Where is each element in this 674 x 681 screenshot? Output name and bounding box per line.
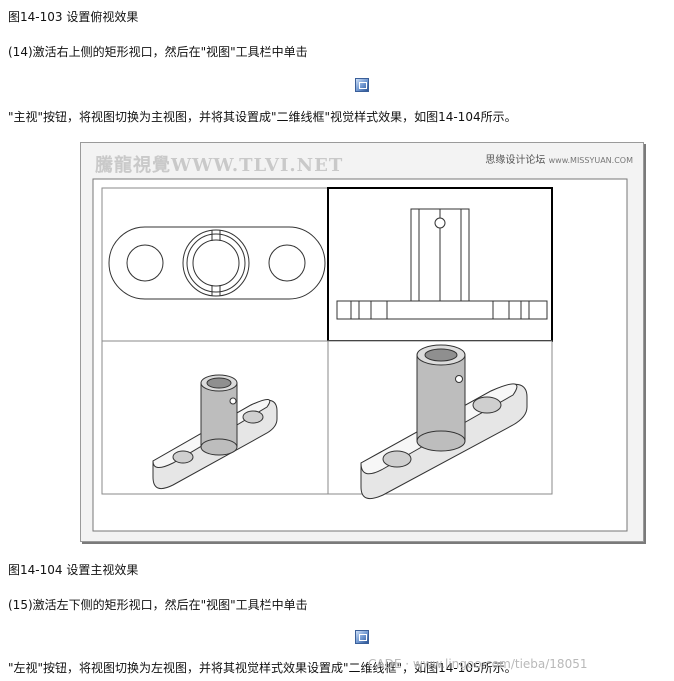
viewport-bottom-left[interactable]	[101, 340, 329, 495]
step-14-text: (14)激活右上侧的矩形视口，然后在"视图"工具栏中单击	[8, 45, 308, 59]
figure-caption-104: 图14-104 设置主视效果	[8, 563, 139, 577]
step-15-text: (15)激活左下侧的矩形视口，然后在"视图"工具栏中单击	[8, 598, 308, 612]
front-view-button-icon[interactable]	[355, 78, 369, 92]
watermark-missyuan: 思缘设计论坛 www.MISSYUAN.COM	[485, 155, 633, 166]
footer-watermark: CADE · www.lingoo.com/tieba/18051	[368, 657, 588, 671]
left-view-button-icon[interactable]	[355, 630, 369, 644]
viewport-top-left[interactable]	[101, 187, 329, 342]
viewport-top-right-active[interactable]	[327, 187, 553, 342]
watermark-tlvi: 騰龍視覺WWW.TLVI.NET	[95, 155, 344, 176]
step-15-continuation: "左视"按钮，将视图切换为左视图，并将其视觉样式效果设置成"二维线框"，如图14…	[8, 661, 517, 675]
viewport-bottom-right[interactable]	[327, 340, 553, 500]
viewport-drawing	[92, 178, 628, 532]
figure-14-104: 騰龍視覺WWW.TLVI.NET 思缘设计论坛 www.MISSYUAN.COM	[80, 142, 644, 542]
figure-caption-103: 图14-103 设置俯视效果	[8, 10, 139, 24]
step-14-continuation: "主视"按钮，将视图切换为主视图，并将其设置成"二维线框"视觉样式效果，如图14…	[8, 110, 517, 124]
